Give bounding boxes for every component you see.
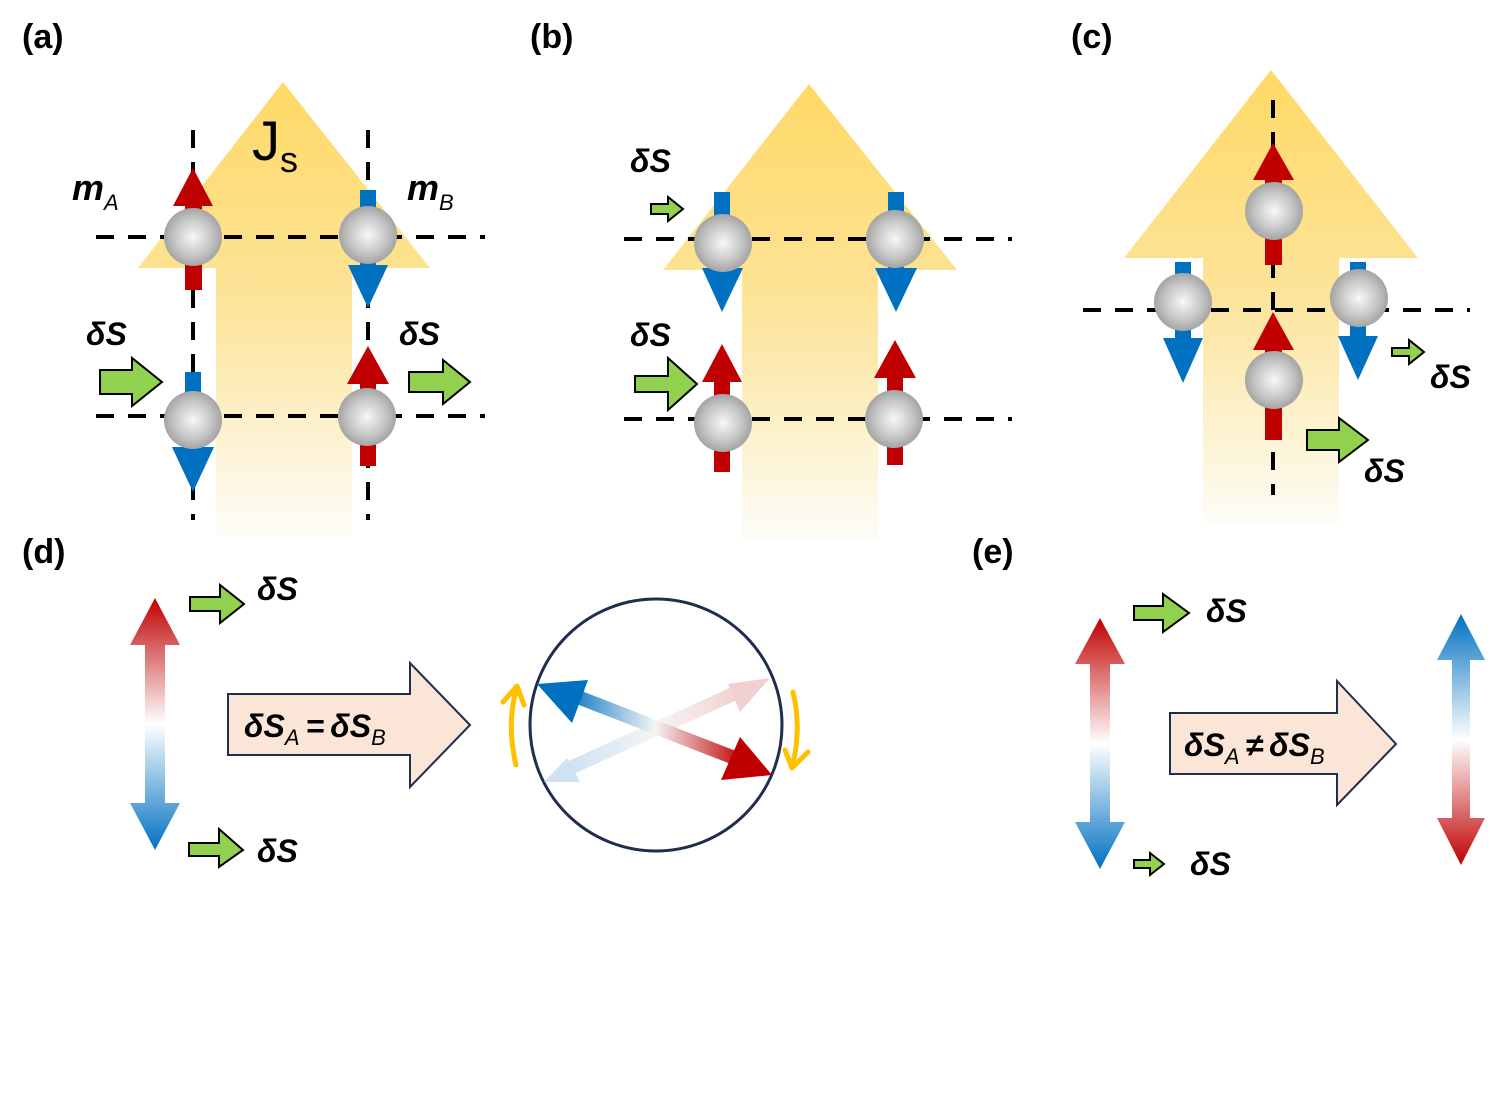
atom-ball	[1245, 182, 1303, 240]
delta-s-label: δS	[257, 571, 299, 607]
atom-ball	[1330, 269, 1388, 327]
panel-c: (c) δS δS	[1071, 18, 1472, 525]
atom-ball	[164, 208, 222, 266]
delta-s-label: δS	[257, 833, 299, 869]
panel-label-c: (c)	[1071, 18, 1113, 56]
atom-ball	[1245, 351, 1303, 409]
atom-ball	[164, 391, 222, 449]
precession-circle	[528, 597, 784, 853]
double-arrow-icon	[130, 598, 180, 850]
delta-s-label: δS	[399, 316, 441, 352]
delta-s-label: δS	[1206, 593, 1248, 629]
strong-double-arrow-icon	[537, 680, 772, 780]
atom-ball	[338, 388, 396, 446]
m-a-label: mA	[72, 167, 119, 215]
delta-s-arrow-icon	[189, 582, 246, 626]
relation-arrow-box	[1169, 678, 1398, 808]
atom-ball	[865, 390, 923, 448]
relation-text-unequal: δSA≠δSB	[1184, 727, 1325, 769]
panel-label-a: (a)	[22, 18, 64, 56]
panel-label-b: (b)	[530, 18, 573, 56]
panel-label-e: (e)	[972, 533, 1014, 571]
delta-s-arrow-icon	[1133, 850, 1166, 878]
atom-ball	[1154, 273, 1212, 331]
double-arrow-icon	[1437, 614, 1485, 865]
panel-b: (b) δS δS	[530, 18, 1012, 540]
delta-s-arrow-icon	[408, 357, 472, 407]
relation-arrow-box	[227, 660, 472, 790]
delta-s-arrow-icon	[634, 355, 699, 413]
delta-s-label: δS	[630, 143, 672, 179]
rotation-arrow-icon	[508, 685, 520, 768]
rotation-arrow-icon	[789, 689, 800, 770]
double-arrow-icon	[1075, 618, 1125, 869]
delta-s-arrow-icon	[1391, 337, 1426, 367]
atom-ball	[694, 394, 752, 452]
panel-label-d: (d)	[22, 533, 65, 571]
delta-s-arrow-icon	[1133, 592, 1191, 634]
delta-s-arrow-icon	[650, 194, 685, 224]
spin-current-label: Js	[252, 109, 298, 180]
delta-s-label: δS	[630, 317, 672, 353]
relation-text-equal: δSA=δSB	[244, 708, 386, 750]
delta-s-label: δS	[1190, 846, 1232, 882]
panel-a: (a) Js mA mB δS	[22, 18, 485, 535]
delta-s-arrow-icon	[1306, 415, 1370, 465]
m-b-label: mB	[407, 167, 454, 215]
atom-ball	[866, 210, 924, 268]
panel-d: (d) δS δS δSA=δSB	[22, 533, 811, 869]
spin-current-arrow	[663, 84, 957, 540]
delta-s-arrow-icon	[188, 826, 245, 869]
spin-current-arrow	[138, 82, 430, 535]
delta-s-label: δS	[86, 316, 128, 352]
delta-s-label: δS	[1364, 453, 1406, 489]
panel-e: (e) δS δS δSA≠δSB	[972, 533, 1485, 882]
delta-s-label: δS	[1430, 359, 1472, 395]
atom-ball	[694, 214, 752, 272]
atom-ball	[339, 206, 397, 264]
delta-s-arrow-icon	[99, 355, 164, 409]
